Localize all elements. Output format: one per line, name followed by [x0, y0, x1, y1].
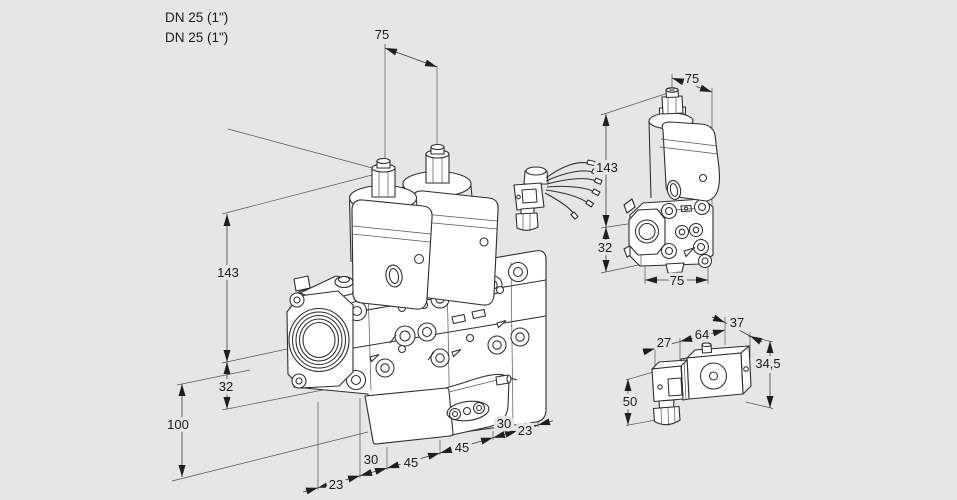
- bottom-actuator: [364, 373, 518, 445]
- side-valve-body: [623, 198, 714, 274]
- leader-line: [227, 128, 377, 170]
- dim-chain-6: 23: [518, 423, 532, 438]
- side-solenoid-coil: [648, 87, 721, 202]
- side-view: 75 143 32 75: [593, 68, 721, 292]
- connector-dimensions: 27 64 37 34,5 50: [619, 312, 784, 425]
- dim-connector-total-height: 50: [623, 394, 637, 409]
- main-view: 75 143 32 100 23 30 45 45 30 23: [164, 24, 603, 496]
- dim-connector-body-height: 34,5: [755, 356, 780, 371]
- dim-chain-5: 30: [497, 416, 511, 431]
- dim-side-bottom-width: 75: [670, 273, 684, 288]
- dim-main-lower-height: 100: [167, 417, 189, 432]
- dim-chain-2: 30: [364, 452, 378, 467]
- dim-connector-socket-width: 27: [657, 335, 671, 350]
- dim-main-top-width: 75: [375, 27, 389, 42]
- dim-connector-body-width: 64: [695, 327, 709, 342]
- dim-connector-depth: 37: [730, 315, 744, 330]
- flow-arrow: [451, 348, 462, 358]
- solenoid-coil-1: [348, 157, 433, 310]
- solenoid-coil-2: [402, 143, 499, 306]
- dim-side-lower-height: 32: [598, 240, 612, 255]
- main-dimensions: 75 143 32 100 23 30 45 45 30 23: [164, 24, 554, 496]
- dim-chain-1: 23: [329, 477, 343, 492]
- dim-chain-3: 45: [404, 455, 418, 470]
- dim-side-upper-height: 143: [596, 160, 618, 175]
- cable-plug: [513, 159, 603, 231]
- connector-device: [651, 342, 752, 426]
- pipe-flange: [286, 290, 354, 389]
- dim-main-upper-height: 143: [217, 265, 239, 280]
- flow-arrow: [496, 319, 507, 329]
- side-dimensions: 75 143 32 75: [593, 68, 713, 292]
- dim-main-axis-height: 32: [219, 379, 233, 394]
- connector-view: 27 64 37 34,5 50: [619, 312, 784, 426]
- port-labels: DN 25 (1") DN 25 (1"): [165, 10, 228, 45]
- dim-chain-4: 45: [455, 440, 469, 455]
- flow-arrow: [683, 246, 696, 258]
- cable-wires: [544, 159, 603, 220]
- dim-side-top-width: 75: [685, 71, 699, 86]
- port-label-2: DN 25 (1"): [165, 30, 228, 45]
- port-label-1: DN 25 (1"): [165, 10, 228, 25]
- flow-arrow: [369, 353, 380, 363]
